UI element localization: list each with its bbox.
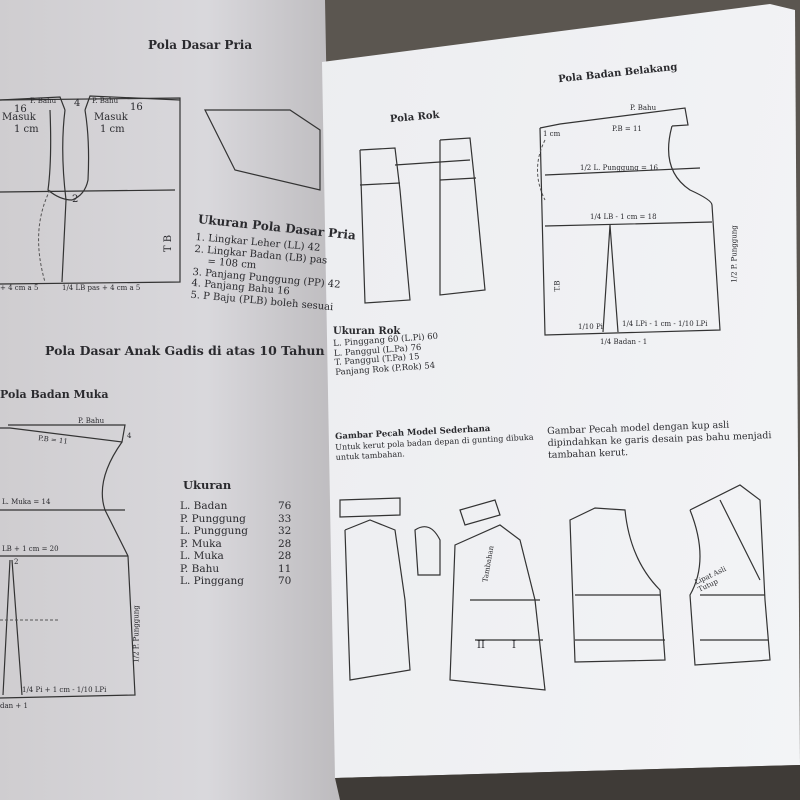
label-l-muka: L. Muka = 14	[2, 498, 51, 506]
pola-badan-muka-drawing	[0, 424, 136, 699]
label-tb: T.B	[553, 280, 562, 292]
label-4: 4	[127, 432, 132, 440]
ukuran-title: Ukuran	[183, 478, 232, 492]
label-p-bahu: P. Bahu	[78, 417, 105, 425]
label-lb: LB + 1 cm = 20	[2, 545, 59, 553]
left-page	[0, 0, 340, 800]
label-masuk: Masuk	[2, 112, 36, 123]
ukuran-label: L. Muka	[180, 550, 224, 562]
label-4: 4	[74, 98, 81, 109]
ukuran-value: 28	[277, 550, 292, 562]
label-bottom: 1/4 LB pas + 4 cm a 5	[62, 284, 141, 292]
ukuran-value: 70	[277, 575, 292, 587]
ukuran-row: L. Muka 28	[180, 550, 299, 563]
pola-pria-drawing	[0, 95, 321, 285]
ukuran-label: P. Punggung	[180, 512, 246, 525]
label-tb: T B	[163, 234, 175, 253]
label-p-bahu: P. Bahu	[630, 104, 657, 112]
pola-badan-belakang-drawing	[537, 107, 721, 336]
ukuran-label: L. Pinggang	[180, 575, 245, 587]
label-p-punggung: 1/2 P. Punggung	[730, 225, 739, 283]
ukuran-row: P. Muka 28	[180, 538, 299, 551]
pecah-model-drawings	[339, 484, 771, 691]
label-1cm: 1 cm	[543, 130, 561, 138]
label-1cm: 1 cm	[100, 124, 125, 135]
ukuran-row: L. Badan 76	[180, 500, 299, 513]
label-l-punggung: 1/2 L. Punggung = 16	[580, 164, 658, 172]
label-i: I	[512, 640, 516, 651]
ukuran-row: L. Punggung 32	[180, 525, 299, 538]
label-p-punggung: 1/2 P. Punggung	[132, 605, 141, 663]
label-ii: II	[477, 640, 485, 651]
ukuran-pria-list: 1. Lingkar Leher (LL) 42 2. Lingkar Bada…	[190, 232, 344, 314]
ukuran-value: 11	[277, 562, 292, 575]
ukuran-label: P. Muka	[180, 537, 222, 550]
ukuran-rok-list: L. Pinggang 60 (L.Pi) 60 L. Panggul (L.P…	[333, 332, 440, 378]
label-16: 16	[14, 104, 27, 115]
label-pb: P.B = 11	[612, 125, 642, 133]
pola-rok-drawing	[359, 137, 486, 304]
label-2: 2	[14, 558, 19, 566]
label-lb: 1/4 LB - 1 cm = 18	[590, 213, 657, 221]
title-pola-dasar-pria: Pola Dasar Pria	[148, 38, 253, 52]
ukuran-rok-title: Ukuran Rok	[333, 326, 401, 337]
ukuran-label: L. Badan	[180, 500, 228, 512]
ukuran-label: L. Punggung	[180, 525, 248, 537]
label-bottom: + 4 cm a 5	[0, 284, 39, 292]
ukuran-row: P. Bahu 11	[180, 563, 299, 576]
ukuran-row: L. Pinggang 70	[180, 575, 299, 588]
label-dan: dan + 1	[0, 702, 28, 710]
ukuran-value: 28	[277, 537, 292, 550]
label-2: 2	[72, 194, 79, 205]
label-bottom: 1/10 Pi	[578, 323, 603, 331]
label-bottom: 1/4 Pi + 1 cm - 1/10 LPi	[22, 686, 107, 694]
subtitle-pola-badan-muka: Pola Badan Muka	[0, 388, 109, 401]
ukuran-value: 32	[277, 525, 292, 537]
ukuran-row: P. Punggung 33	[180, 513, 299, 526]
ukuran-value: 76	[277, 500, 292, 512]
label-p-bahu: P. Bahu	[92, 97, 119, 105]
ukuran-value: 33	[277, 512, 292, 525]
ukuran-label: P. Bahu	[180, 562, 220, 575]
label-badan: 1/4 Badan - 1	[600, 338, 648, 346]
label-16: 16	[130, 102, 143, 113]
label-p-bahu: P. Bahu	[30, 97, 57, 105]
label-bottom: 1/4 LPi - 1 cm - 1/10 LPi	[622, 320, 708, 328]
title-pola-dasar-anak-gadis: Pola Dasar Anak Gadis di atas 10 Tahun	[45, 343, 325, 358]
label-1cm: 1 cm	[14, 124, 39, 135]
label-masuk: Masuk	[94, 112, 128, 123]
